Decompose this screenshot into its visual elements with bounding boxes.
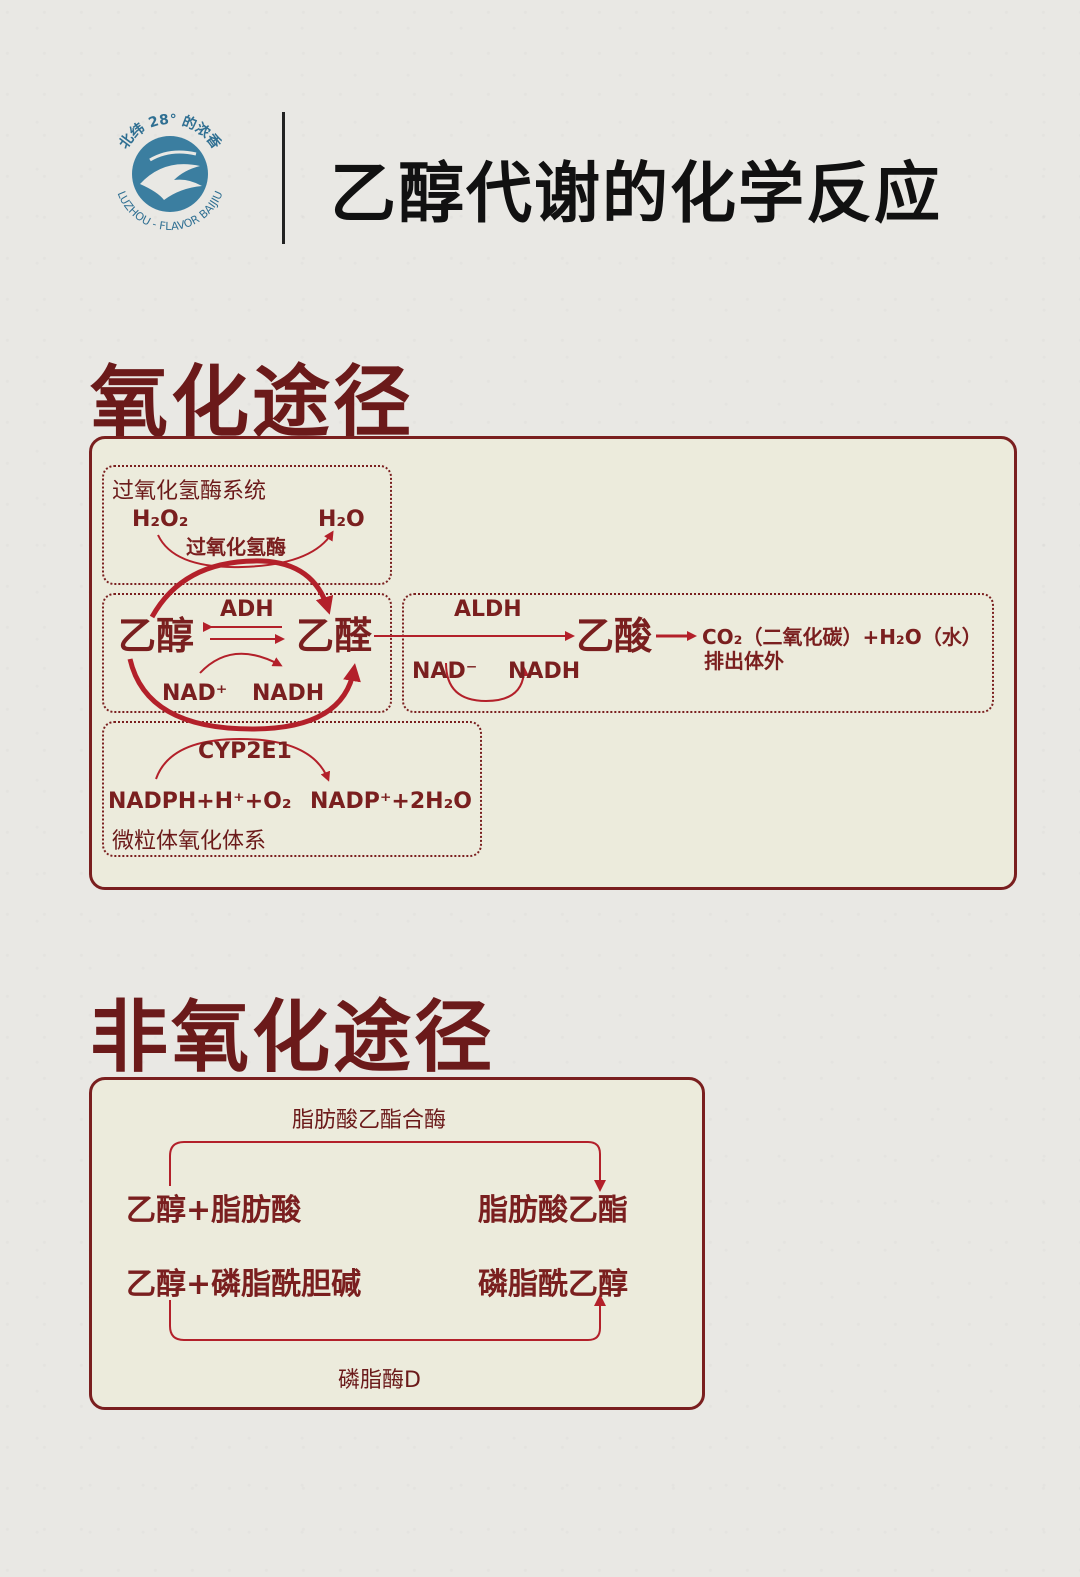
page-title: 乙醇代谢的化学反应 (330, 154, 942, 232)
final-products-label: CO₂（二氧化碳）+H₂O（水） (702, 625, 982, 649)
reaction2-product: 磷脂酰乙醇 (478, 1267, 628, 1302)
reaction1-reactants: 乙醇+脂肪酸 (126, 1193, 302, 1228)
section-title-oxidation: 氧化途径 (90, 358, 415, 448)
acetaldehyde-label: 乙醛 (296, 614, 373, 658)
oxidation-diagram-panel: 过氧化氢酶系统 H₂O₂ H₂O 过氧化氢酶 乙醇 ADH 乙醛 NAD⁺ NA… (89, 436, 1017, 890)
ethanol-label: 乙醇 (118, 614, 195, 658)
excretion-note: 排出体外 (704, 649, 784, 673)
nadh-label-adh: NADH (252, 681, 325, 706)
meos-system-label: 微粒体氧化体系 (112, 829, 267, 854)
adh-enzyme-label: ADH (220, 597, 274, 622)
nadh-label-aldh: NADH (508, 659, 581, 684)
h2o2-label: H₂O₂ (132, 507, 189, 532)
cyp2e1-enzyme-label: CYP2E1 (198, 739, 292, 764)
adh-step-box (102, 593, 392, 713)
header-divider (282, 112, 285, 244)
fatty-acid-ethyl-ester-synthase-label: 脂肪酸乙酯合酶 (292, 1108, 447, 1133)
acetate-label: 乙酸 (576, 614, 653, 658)
brand-logo: 北纬 28° 的浓香 LUZHOU - FLAVOR BAIJIU (104, 108, 236, 240)
meos-system-box (102, 721, 482, 857)
non-oxidation-diagram-panel: 脂肪酸乙酯合酶 乙醇+脂肪酸 脂肪酸乙酯 乙醇+磷脂酰胆碱 磷脂酰乙醇 磷脂酶D (89, 1077, 705, 1410)
non-oxidation-arrows (169, 1141, 606, 1341)
catalase-system-box (102, 465, 392, 585)
nadp-label: NADP⁺+2H₂O (310, 789, 472, 814)
aldh-step-box (402, 593, 994, 713)
aldh-enzyme-label: ALDH (454, 597, 522, 622)
reaction-arrows (127, 530, 697, 782)
phospholipase-d-label: 磷脂酶D (338, 1368, 421, 1393)
nadph-label: NADPH+H⁺+O₂ (108, 789, 292, 814)
section-title-non-oxidation: 非氧化途径 (90, 993, 496, 1083)
reaction2-reactants: 乙醇+磷脂酰胆碱 (126, 1267, 362, 1302)
reaction1-product: 脂肪酸乙酯 (478, 1193, 628, 1228)
h2o-label: H₂O (318, 507, 365, 532)
catalase-enzyme-label: 过氧化氢酶 (186, 535, 286, 559)
nad-minus-label: NAD⁻ (412, 659, 478, 684)
catalase-system-label: 过氧化氢酶系统 (112, 479, 267, 504)
nad-plus-label: NAD⁺ (162, 681, 228, 706)
